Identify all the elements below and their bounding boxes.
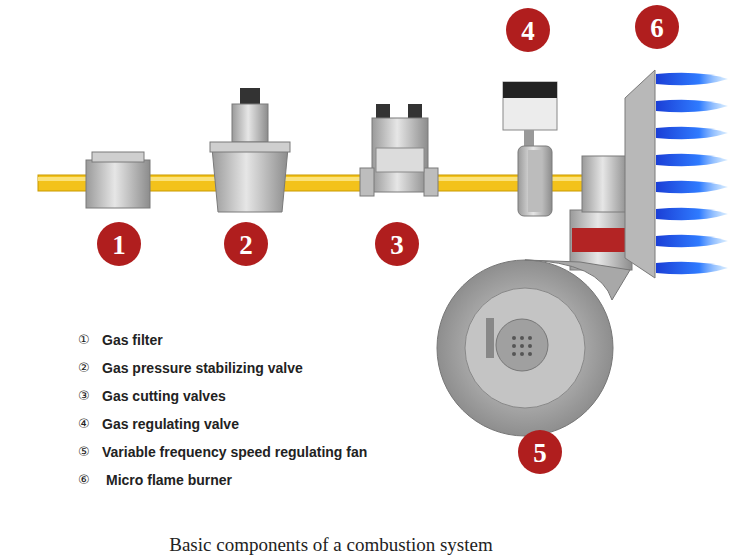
callout-number: 3: [390, 232, 404, 259]
callout-number: 2: [239, 232, 253, 259]
component-name: Micro flame burner: [106, 471, 232, 489]
list-symbol: ⑤: [78, 443, 90, 461]
component-name: Gas cutting valves: [102, 387, 226, 405]
list-symbol: ②: [78, 359, 90, 377]
list-symbol: ③: [78, 387, 90, 405]
callout-number: 6: [650, 15, 664, 42]
callout-number: 5: [533, 440, 547, 467]
caption: Basic components of a combustion system: [169, 534, 492, 556]
callout-number: 1: [112, 232, 126, 259]
callout-number: 4: [521, 18, 535, 45]
component-name: Variable frequency speed regulating fan: [102, 443, 367, 461]
component-name: Gas pressure stabilizing valve: [102, 359, 303, 377]
component-name: Gas filter: [102, 331, 163, 349]
list-symbol: ⑥: [78, 471, 90, 489]
list-symbol: ①: [78, 331, 90, 349]
component-name: Gas regulating valve: [102, 415, 239, 433]
list-symbol: ④: [78, 415, 90, 433]
